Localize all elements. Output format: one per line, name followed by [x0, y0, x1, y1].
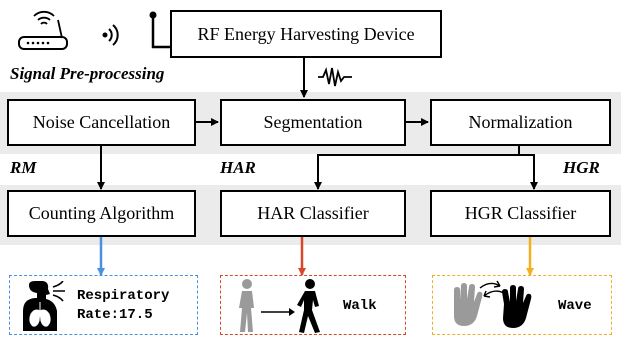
har-classifier-label: HAR Classifier [257, 203, 369, 223]
hgr-tag: HGR [563, 158, 600, 177]
antenna-icon [149, 11, 170, 49]
counting-algorithm-box: Counting Algorithm [7, 190, 196, 237]
waveform-icon [318, 67, 352, 87]
noise-cancellation-label: Noise Cancellation [32, 112, 171, 132]
respiratory-rate-text: Respiratory Rate:17.5 [77, 287, 169, 325]
rm-tag: RM [10, 158, 37, 177]
waving-hands-icon [454, 280, 532, 328]
segmentation-label: Segmentation [263, 112, 363, 132]
router-icon [18, 10, 68, 50]
wireless-signal-icon [102, 24, 119, 46]
respiratory-label: Respiratory [77, 288, 170, 304]
lungs-person-icon [23, 281, 65, 331]
segmentation-box: Segmentation [220, 99, 406, 146]
har-tag: HAR [220, 158, 256, 177]
respiratory-value: Rate:17.5 [77, 307, 153, 323]
normalization-label: Normalization [468, 112, 573, 132]
hgr-classifier-label: HGR Classifier [464, 203, 577, 223]
rf-device-box: RF Energy Harvesting Device [170, 10, 442, 58]
har-classifier-box: HAR Classifier [220, 190, 406, 237]
normalization-box: Normalization [430, 99, 611, 146]
wave-text: Wave [558, 298, 592, 314]
hgr-classifier-box: HGR Classifier [430, 190, 611, 237]
rf-device-label: RF Energy Harvesting Device [197, 23, 415, 44]
counting-algorithm-label: Counting Algorithm [28, 203, 175, 223]
walking-person-icon [239, 279, 320, 333]
noise-cancellation-box: Noise Cancellation [7, 99, 196, 146]
walk-text: Walk [343, 298, 377, 314]
preprocessing-label: Signal Pre-processing [10, 64, 165, 83]
